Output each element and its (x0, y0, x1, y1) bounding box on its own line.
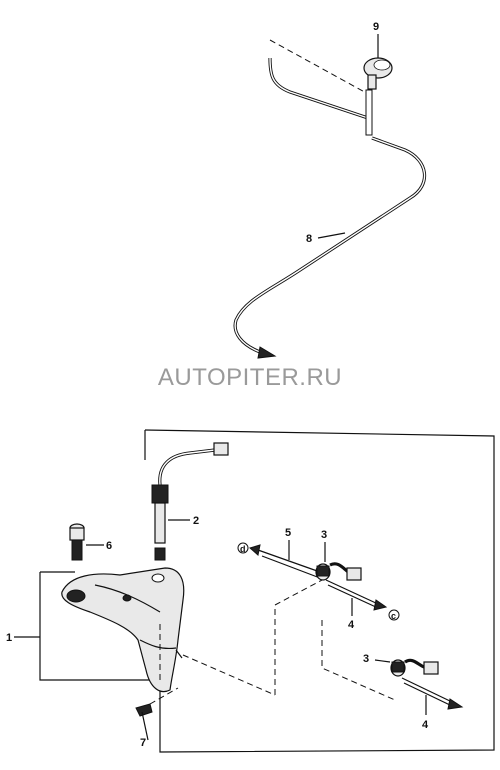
washer-motor-3-lower (374, 658, 464, 715)
callout-1: 1 (6, 632, 12, 644)
washer-nozzle-9 (363, 57, 393, 136)
hose-5-line (257, 549, 321, 573)
bracket-left (39, 572, 160, 681)
callout-5: 5 (285, 527, 291, 539)
upper-hose-assembly (233, 34, 427, 359)
connector-c-circle (388, 609, 400, 621)
callout-3-upper: 3 (321, 529, 327, 541)
callout-9: 9 (373, 21, 379, 33)
hose-4-line-lower (401, 677, 453, 703)
motor-connector-lower (423, 661, 439, 675)
screw-7 (135, 687, 179, 741)
bolt-6 (69, 523, 104, 561)
callout-4-lower: 4 (422, 719, 429, 731)
lower-dashed-routes (159, 579, 396, 701)
leader-3-lower (374, 659, 391, 663)
washer-pump-2 (151, 442, 229, 561)
callout-8: 8 (306, 233, 312, 245)
connector-label-c: c (391, 611, 396, 621)
callout-2: 2 (193, 515, 199, 527)
hose-4-line-upper (325, 579, 379, 605)
arrow-d (248, 544, 261, 556)
callout-7: 7 (140, 737, 146, 749)
watermark-text: AUTOPITER.RU (157, 364, 343, 391)
washer-reservoir-tank (61, 567, 185, 693)
motor-connector-upper (346, 567, 362, 581)
washer-motor-3-upper (237, 540, 400, 621)
connector-label-d: d (240, 544, 246, 554)
reference-dashed-line-top (269, 39, 371, 96)
frame-outline (144, 429, 495, 753)
lower-assembly-frame (14, 429, 495, 753)
leader-8 (317, 232, 346, 239)
hose-8 (233, 136, 427, 354)
callout-4-upper: 4 (348, 619, 355, 631)
pump-wire (158, 448, 216, 486)
pump-connector (213, 442, 229, 456)
hose-direction-arrow (257, 346, 277, 359)
connector-d-circle (237, 542, 249, 554)
callout-6: 6 (106, 540, 112, 552)
callout-3-lower: 3 (363, 653, 369, 665)
